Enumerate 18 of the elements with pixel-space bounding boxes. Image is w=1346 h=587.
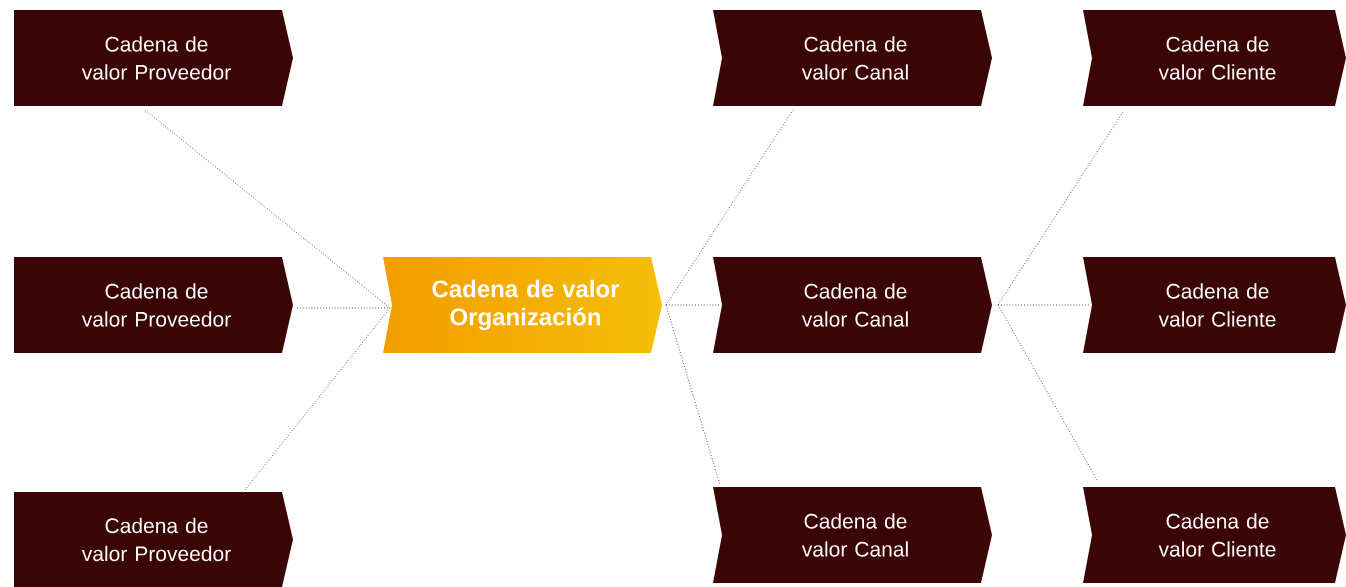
chevron-box: Cadena de valor Proveedor [14,10,293,106]
chevron-box: Cadena de valor Cliente [1083,10,1346,106]
chevron-box: Cadena de valor Canal [713,487,992,583]
chevron-box: Cadena de valor Proveedor [14,492,293,587]
connector-line [665,109,794,306]
connector-line [665,304,721,486]
connector-line [997,304,1098,481]
connector-line [244,307,391,491]
connector-line [144,109,391,309]
chevron-box: Cadena de valor Cliente [1083,487,1346,583]
chevron-box: Cadena de valor Proveedor [14,257,293,353]
connector-line [296,307,391,309]
chevron-box: Cadena de valor Cliente [1083,257,1346,353]
hub-chevron: Cadena de valor Organización [432,279,620,331]
chevron-box: Cadena de valor Canal [713,10,992,106]
connector-line [665,304,721,306]
chevron-box: Cadena de valor Canal [713,257,992,353]
connector-line [997,111,1124,306]
